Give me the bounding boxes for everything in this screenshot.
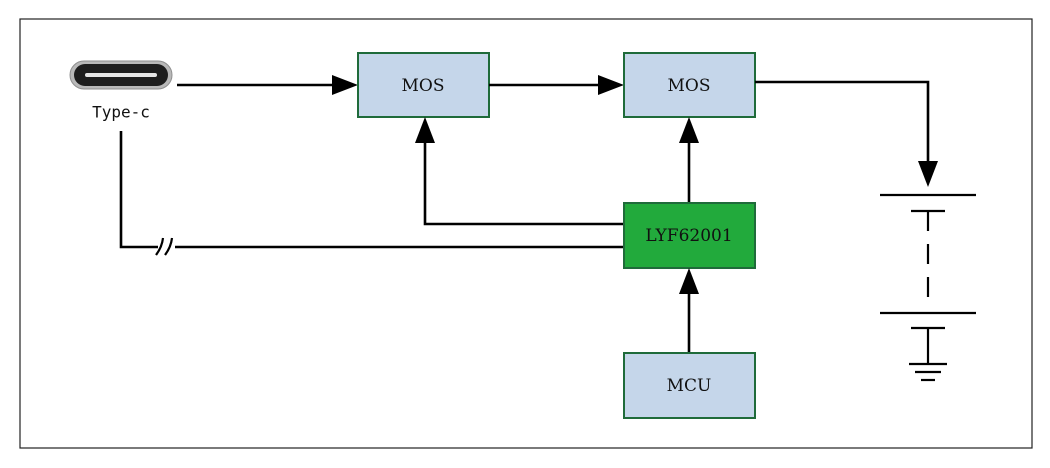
controller-label: LYF62001: [645, 226, 732, 246]
mos-right-block: MOS: [623, 52, 756, 118]
mcu-block: MCU: [623, 352, 756, 419]
diagram-frame: [19, 18, 1033, 449]
ground-icon: [909, 362, 947, 382]
wire-controller-to-mos-right: [679, 117, 699, 203]
wire-typec-to-controller: [119, 131, 624, 249]
mos-right-box: [623, 52, 756, 118]
mos-left-box: [357, 52, 490, 118]
mos-left-label: MOS: [402, 76, 445, 96]
wire-controller-to-mos-left: [415, 117, 624, 226]
controller-box: [623, 202, 756, 269]
mcu-label: MCU: [667, 376, 712, 396]
mcu-box: [623, 352, 756, 419]
battery-stack-icon: [880, 193, 976, 364]
mos-right-label: MOS: [668, 76, 711, 96]
line-break-icon: [155, 237, 174, 256]
wire-mos-to-mos: [489, 75, 624, 95]
mos-left-block: MOS: [357, 52, 490, 118]
wire-mcu-to-controller: [679, 268, 699, 353]
connector-label: Type-c: [92, 103, 150, 122]
wire-mos-to-battery: [755, 80, 938, 187]
controller-block: LYF62001: [623, 202, 756, 269]
usb-type-c-port-icon: [69, 60, 173, 90]
wire-typec-to-mos: [177, 75, 358, 95]
